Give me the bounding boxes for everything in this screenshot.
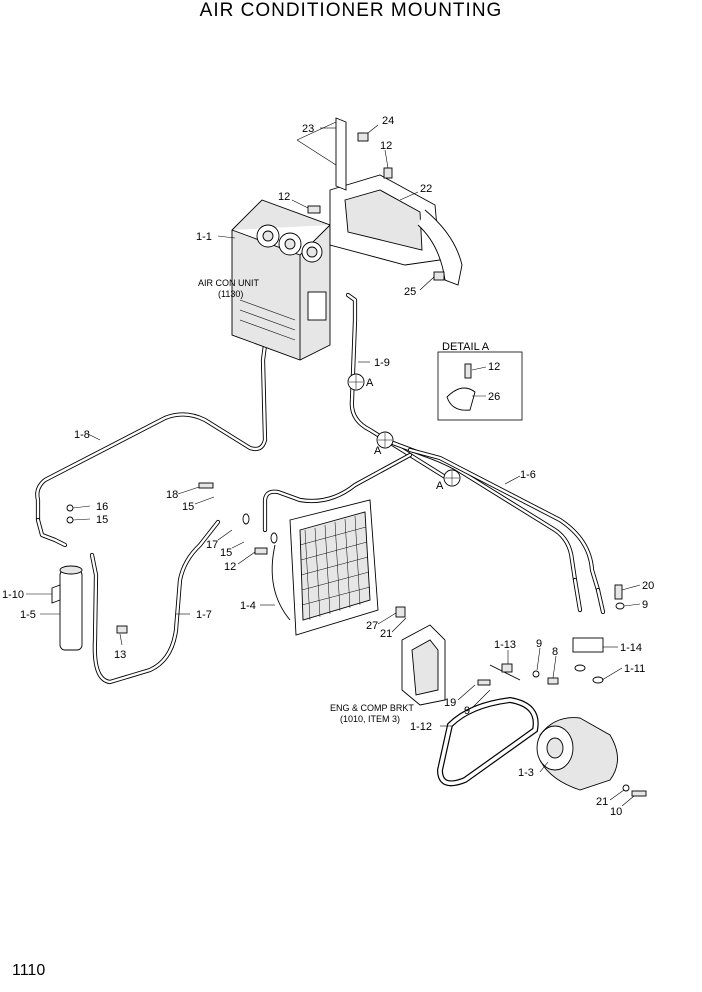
callout-1-12: 1-12 bbox=[410, 721, 432, 733]
callout-16: 16 bbox=[96, 501, 108, 513]
callout-25: 25 bbox=[404, 286, 416, 298]
callout-1-7: 1-7 bbox=[196, 609, 212, 621]
callout-12: 12 bbox=[224, 561, 236, 573]
callout-12: 12 bbox=[278, 191, 290, 203]
callout-1-14: 1-14 bbox=[620, 642, 642, 654]
air-con-unit bbox=[231, 199, 331, 361]
callout-21: 21 bbox=[380, 628, 392, 640]
page-number: 1110 bbox=[12, 962, 46, 979]
hose-1-8 bbox=[35, 342, 268, 548]
belt-1-12 bbox=[436, 696, 539, 787]
callout-9: 9 bbox=[642, 599, 648, 611]
callout-1-8: 1-8 bbox=[74, 429, 90, 441]
callout-1-10: 1-10 bbox=[2, 589, 24, 601]
callout-15: 15 bbox=[182, 501, 194, 513]
callout-10: 10 bbox=[610, 806, 622, 818]
detail-a-box bbox=[437, 351, 523, 421]
section-mark-a: A bbox=[436, 480, 444, 492]
section-marks bbox=[347, 373, 461, 487]
hose-1-9 bbox=[345, 292, 453, 483]
callout-24: 24 bbox=[382, 115, 394, 127]
note-eng-comp-brkt: ENG & COMP BRKT bbox=[330, 703, 414, 713]
callout-1-9: 1-9 bbox=[374, 357, 390, 369]
detail-a-callout-26: 26 bbox=[488, 391, 500, 403]
hose-1-7 bbox=[89, 519, 221, 685]
bracket-22 bbox=[329, 174, 463, 286]
detail-a-title: DETAIL A bbox=[442, 341, 490, 353]
callout-17: 17 bbox=[206, 539, 218, 551]
callout-13: 13 bbox=[114, 649, 126, 661]
callout-1-3: 1-3 bbox=[518, 767, 534, 779]
callout-15: 15 bbox=[96, 514, 108, 526]
callout-1-11: 1-11 bbox=[624, 663, 645, 675]
page-title: AIR CONDITIONER MOUNTING bbox=[199, 0, 503, 21]
bracket-23 bbox=[296, 117, 347, 191]
callout-20: 20 bbox=[642, 580, 654, 592]
note-eng-comp-brkt-ref: (1010, ITEM 3) bbox=[340, 714, 400, 724]
callout-15: 15 bbox=[220, 547, 232, 559]
callout-22: 22 bbox=[420, 183, 432, 195]
section-mark-a: A bbox=[374, 445, 382, 457]
callout-1-6: 1-6 bbox=[520, 469, 536, 481]
detail-a-callout-12: 12 bbox=[488, 361, 500, 373]
fasteners bbox=[66, 132, 647, 797]
hose-1-6 bbox=[382, 437, 606, 615]
callout-18: 18 bbox=[166, 489, 178, 501]
callout-1-4: 1-4 bbox=[240, 600, 256, 612]
callout-12: 12 bbox=[380, 140, 392, 152]
callout-1-5: 1-5 bbox=[20, 609, 36, 621]
compressor-1-3 bbox=[536, 717, 618, 791]
callout-27: 27 bbox=[366, 620, 378, 632]
callout-8: 8 bbox=[552, 646, 558, 658]
section-mark-a: A bbox=[366, 377, 374, 389]
callout-1-13: 1-13 bbox=[494, 639, 516, 651]
note-air-con-unit-ref: (1130) bbox=[218, 289, 243, 299]
callout-1-1: 1-1 bbox=[196, 231, 212, 243]
callout-9: 9 bbox=[536, 638, 542, 650]
receiver-drier-1-5 bbox=[51, 565, 83, 651]
callout-21: 21 bbox=[596, 796, 608, 808]
callout-9: 9 bbox=[464, 705, 470, 717]
callout-23: 23 bbox=[302, 123, 314, 135]
leader-lines bbox=[26, 124, 641, 807]
callout-19: 19 bbox=[444, 697, 456, 709]
compressor-bracket bbox=[401, 624, 446, 706]
note-air-con-unit: AIR CON UNIT bbox=[198, 278, 260, 288]
condenser-1-4 bbox=[271, 499, 379, 636]
hose-condenser-top bbox=[262, 452, 413, 533]
